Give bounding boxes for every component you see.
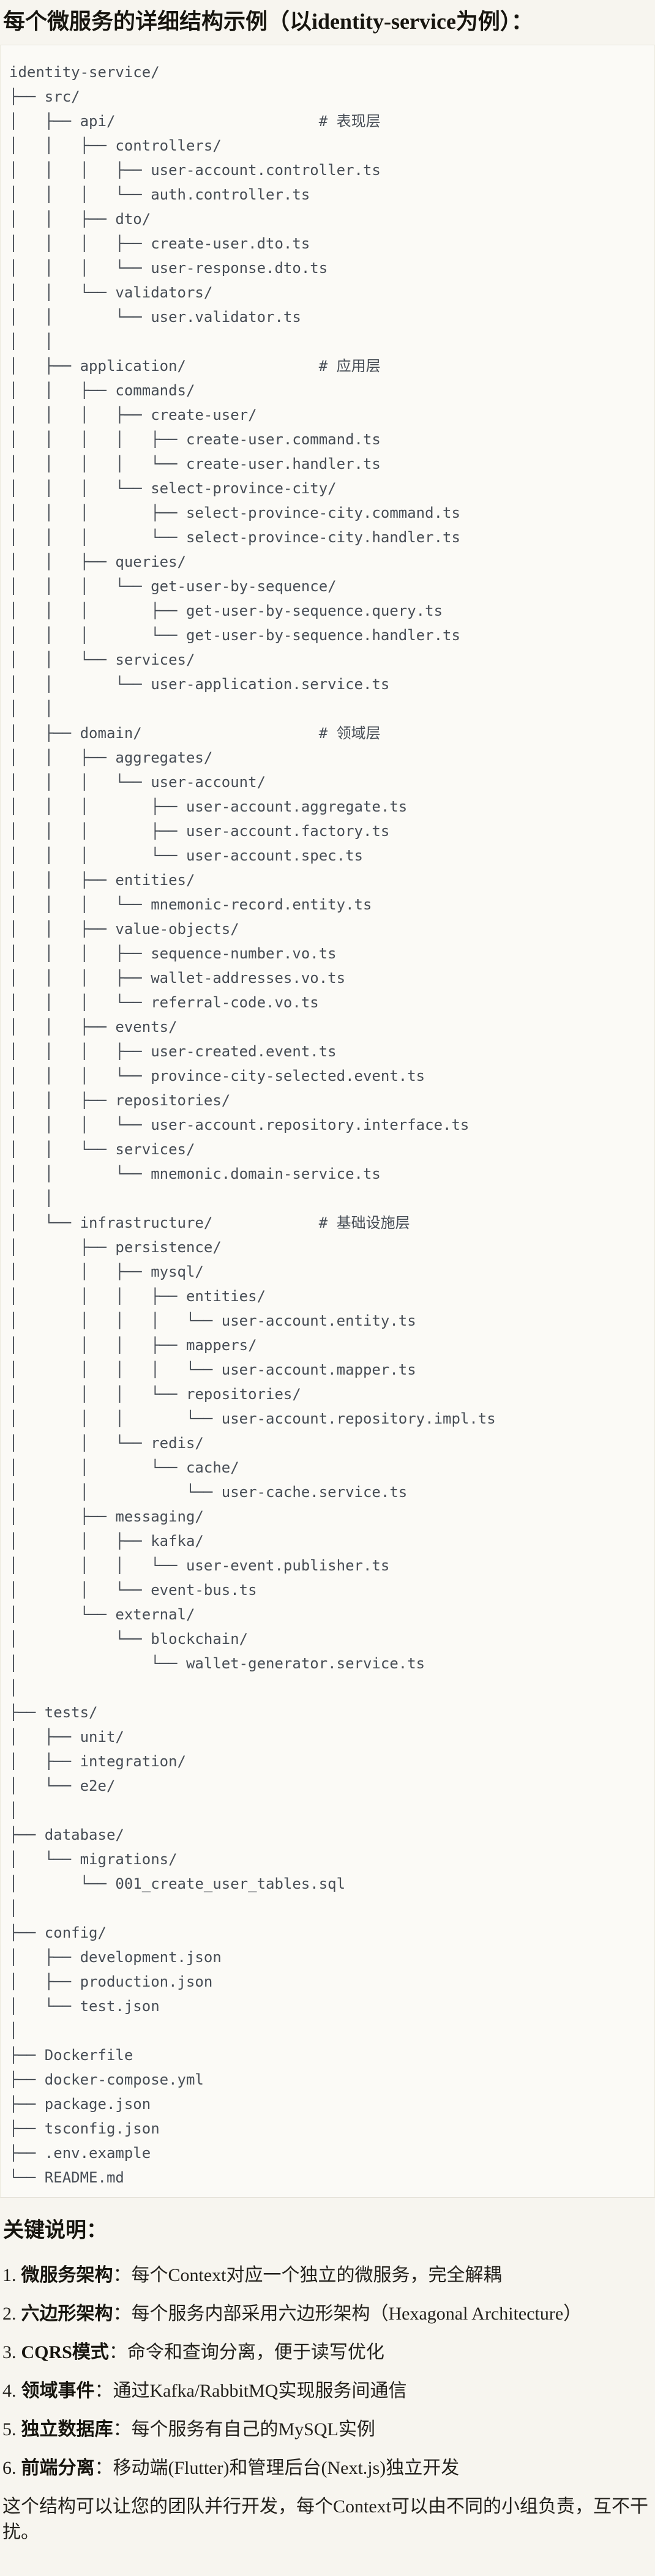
note-item: 5.独立数据库：每个服务有自己的MySQL实例: [2, 2417, 649, 2443]
note-item: 4.领域事件：通过Kafka/RabbitMQ实现服务间通信: [2, 2378, 649, 2404]
note-number: 5.: [2, 2419, 17, 2440]
note-item: 2.六边形架构：每个服务内部采用六边形架构（Hexagonal Architec…: [2, 2301, 649, 2327]
note-term: CQRS模式: [21, 2342, 109, 2363]
note-item: 3.CQRS模式：命令和查询分离，便于读写优化: [2, 2340, 649, 2365]
note-colon: ：: [108, 2342, 127, 2363]
note-term: 独立数据库: [21, 2419, 113, 2440]
code-block: identity-service/ ├── src/ │ ├── api/ # …: [0, 45, 655, 2198]
note-number: 4.: [2, 2381, 17, 2402]
note-number: 6.: [2, 2458, 17, 2479]
note-colon: ：: [113, 2419, 132, 2440]
note-colon: ：: [113, 2265, 132, 2286]
note-item: 6.前端分离：移动端(Flutter)和管理后台(Next.js)独立开发: [2, 2455, 649, 2481]
note-term: 领域事件: [21, 2381, 95, 2402]
note-description: 每个服务内部采用六边形架构（Hexagonal Architecture）: [131, 2304, 582, 2324]
note-term: 前端分离: [21, 2458, 95, 2479]
note-description: 移动端(Flutter)和管理后台(Next.js)独立开发: [113, 2458, 460, 2479]
note-number: 3.: [2, 2342, 17, 2363]
note-term: 微服务架构: [21, 2265, 113, 2286]
note-term: 六边形架构: [21, 2304, 113, 2324]
note-number: 2.: [2, 2304, 17, 2324]
page-title: 每个微服务的详细结构示例（以identity-service为例）：: [3, 9, 533, 34]
note-description: 每个Context对应一个独立的微服务，完全解耦: [131, 2265, 502, 2286]
note-number: 1.: [2, 2265, 17, 2286]
note-item: 1.微服务架构：每个Context对应一个独立的微服务，完全解耦: [2, 2263, 649, 2288]
note-description: 通过Kafka/RabbitMQ实现服务间通信: [113, 2381, 407, 2402]
directory-tree: identity-service/ ├── src/ │ ├── api/ # …: [9, 64, 496, 2187]
footer-paragraph: 这个结构可以让您的团队并行开发，每个Context可以由不同的小组负责，互不干扰…: [2, 2496, 648, 2543]
note-colon: ：: [94, 2381, 113, 2402]
notes-list: 1.微服务架构：每个Context对应一个独立的微服务，完全解耦 2.六边形架构…: [2, 2263, 649, 2481]
notes-section: 关键说明： 1.微服务架构：每个Context对应一个独立的微服务，完全解耦 2…: [0, 2217, 655, 2545]
note-colon: ：: [113, 2304, 132, 2324]
note-colon: ：: [94, 2458, 113, 2479]
notes-heading: 关键说明：: [3, 2219, 107, 2242]
note-description: 命令和查询分离，便于读写优化: [127, 2342, 384, 2363]
note-description: 每个服务有自己的MySQL实例: [131, 2419, 375, 2440]
